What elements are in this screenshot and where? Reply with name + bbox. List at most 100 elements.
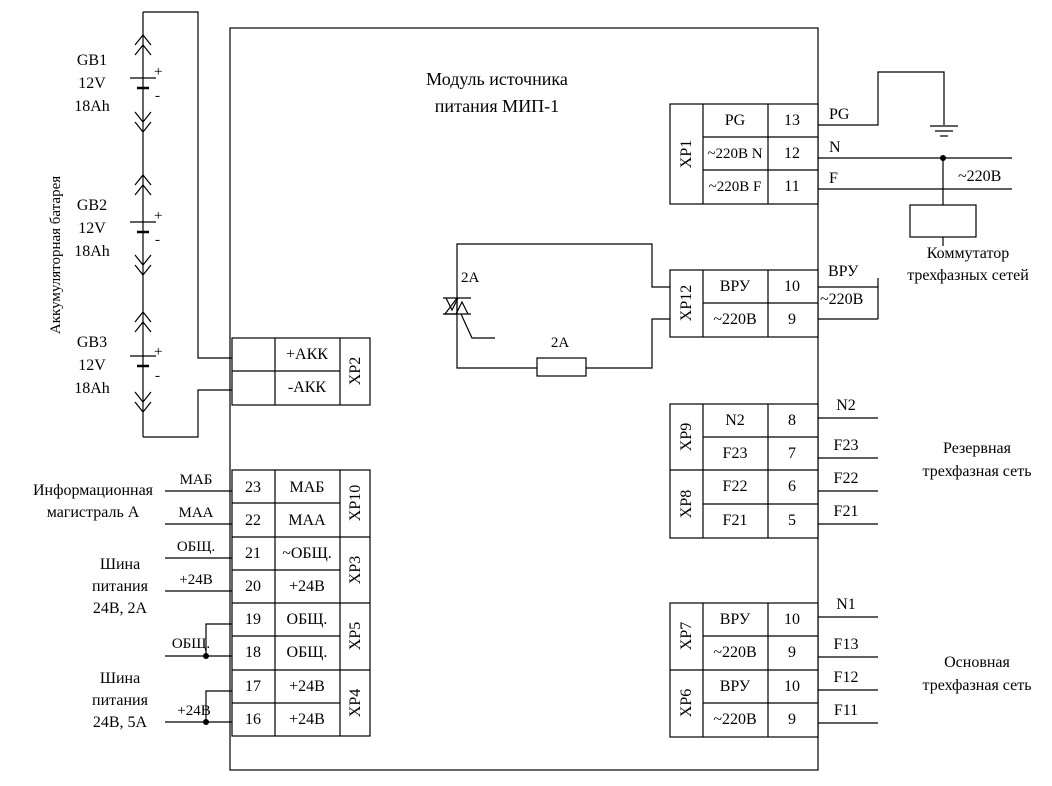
svg-text:-АКК: -АКК <box>288 379 327 396</box>
svg-text:16: 16 <box>245 711 261 728</box>
svg-text:-: - <box>155 232 160 248</box>
svg-text:F11: F11 <box>834 702 858 719</box>
svg-text:N: N <box>829 139 841 156</box>
svg-text:трехфазная сеть: трехфазная сеть <box>923 677 1032 694</box>
svg-text:ВРУ: ВРУ <box>720 278 751 295</box>
right-captions: Коммутатор трехфазных сетей Резервная тр… <box>907 245 1031 694</box>
connector-xp1: XP1 PG 13 ~220В N 12 ~220В F 11 <box>669 103 819 205</box>
connector-xp12: XP12 ВРУ 10 ~220В 9 <box>669 269 819 338</box>
svg-text:9: 9 <box>788 644 796 661</box>
svg-text:+24В: +24В <box>179 572 212 588</box>
svg-text:GB1: GB1 <box>77 52 107 69</box>
svg-text:N1: N1 <box>836 596 856 613</box>
svg-text:F23: F23 <box>723 445 748 462</box>
cell-gb2: + - GB2 12V 18Ah <box>74 174 162 276</box>
svg-text:+24В: +24В <box>177 703 210 719</box>
svg-text:12V: 12V <box>78 75 106 92</box>
svg-text:XP12: XP12 <box>678 285 695 321</box>
connector-left-stack: 23 МАБ 22 МАА XP10 21 ~ОБЩ. 20 +24В XP3 … <box>231 469 371 737</box>
svg-text:~220В: ~220В <box>713 644 756 661</box>
svg-text:F22: F22 <box>723 478 748 495</box>
svg-text:+: + <box>154 344 162 360</box>
svg-text:20: 20 <box>245 578 261 595</box>
svg-text:XP7: XP7 <box>678 622 695 650</box>
left-captions: Информационная магистраль А Шина питания… <box>33 482 154 731</box>
svg-text:питания: питания <box>92 692 149 709</box>
thyristor-label: 2А <box>461 270 480 286</box>
svg-text:F21: F21 <box>723 512 748 529</box>
svg-text:XP9: XP9 <box>678 423 695 451</box>
svg-text:+АКК: +АКК <box>286 346 328 363</box>
svg-text:N2: N2 <box>836 397 856 414</box>
svg-text:12: 12 <box>784 145 800 162</box>
module-title-line2: питания МИП-1 <box>435 96 559 116</box>
left-wires: МАБ МАА ОБЩ. +24В ОБЩ. +24В <box>165 472 232 725</box>
svg-text:12V: 12V <box>78 220 106 237</box>
svg-text:питания: питания <box>92 578 149 595</box>
svg-text:18: 18 <box>245 644 261 661</box>
svg-text:F23: F23 <box>834 437 859 454</box>
svg-text:6: 6 <box>788 478 796 495</box>
svg-text:11: 11 <box>784 178 799 195</box>
svg-text:магистраль А: магистраль А <box>47 504 140 521</box>
svg-text:Основная: Основная <box>944 654 1010 671</box>
svg-text:ВРУ: ВРУ <box>720 611 751 628</box>
svg-text:ВРУ: ВРУ <box>828 263 859 280</box>
svg-text:24В, 5А: 24В, 5А <box>93 714 148 731</box>
svg-text:трехфазная сеть: трехфазная сеть <box>923 463 1032 480</box>
svg-text:XP4: XP4 <box>347 689 364 717</box>
svg-text:21: 21 <box>245 545 261 562</box>
cell-gb3: + - GB3 12V 18Ah <box>74 311 162 413</box>
svg-text:13: 13 <box>784 112 800 129</box>
svg-text:+24В: +24В <box>289 678 325 695</box>
svg-text:23: 23 <box>245 479 261 496</box>
internal-circuit: 2А 2А <box>443 243 670 377</box>
svg-text:XP5: XP5 <box>347 622 364 650</box>
svg-text:Коммутатор: Коммутатор <box>927 245 1009 262</box>
svg-text:XP8: XP8 <box>678 490 695 518</box>
svg-text:ОБЩ.: ОБЩ. <box>177 539 215 555</box>
svg-text:ОБЩ.: ОБЩ. <box>172 636 210 652</box>
svg-text:18Ah: 18Ah <box>74 98 110 115</box>
svg-text:10: 10 <box>784 678 800 695</box>
svg-text:12V: 12V <box>78 357 106 374</box>
svg-text:МАА: МАА <box>178 505 213 521</box>
svg-text:+24В: +24В <box>289 578 325 595</box>
svg-text:+: + <box>154 208 162 224</box>
svg-text:GB3: GB3 <box>77 334 107 351</box>
svg-text:МАБ: МАБ <box>180 472 213 488</box>
svg-text:трехфазных сетей: трехфазных сетей <box>907 267 1029 284</box>
svg-text:-: - <box>155 368 160 384</box>
svg-text:ОБЩ.: ОБЩ. <box>287 611 328 628</box>
svg-text:10: 10 <box>784 611 800 628</box>
connector-xp9-xp8: XP9 XP8 N2 8 F23 7 F22 6 F21 5 <box>669 403 819 539</box>
svg-text:F: F <box>829 170 838 187</box>
svg-text:9: 9 <box>788 711 796 728</box>
svg-text:F13: F13 <box>834 636 859 653</box>
fuse-icon <box>536 357 587 377</box>
svg-text:Резервная: Резервная <box>943 440 1012 457</box>
battery-label: Аккумуляторная батарея <box>48 176 64 334</box>
svg-text:19: 19 <box>245 611 261 628</box>
svg-text:ВРУ: ВРУ <box>720 678 751 695</box>
module-box <box>229 27 819 771</box>
svg-text:+: + <box>154 64 162 80</box>
svg-text:XP2: XP2 <box>347 357 364 385</box>
svg-text:-: - <box>155 88 160 104</box>
battery-group: Аккумуляторная батарея + - GB1 12V 18Ah <box>48 11 232 438</box>
svg-text:GB2: GB2 <box>77 197 107 214</box>
svg-text:~220В F: ~220В F <box>709 179 762 195</box>
svg-text:МАА: МАА <box>288 512 326 529</box>
svg-text:МАБ: МАБ <box>290 479 325 496</box>
svg-text:Шина: Шина <box>100 556 140 573</box>
svg-text:PG: PG <box>829 106 850 123</box>
svg-text:~220В: ~220В <box>820 291 863 308</box>
svg-text:Шина: Шина <box>100 670 140 687</box>
svg-text:9: 9 <box>788 311 796 328</box>
svg-text:PG: PG <box>725 112 746 129</box>
cell-gb1: + - GB1 12V 18Ah <box>74 34 162 133</box>
svg-text:F22: F22 <box>834 470 859 487</box>
svg-text:XP3: XP3 <box>347 556 364 584</box>
connector-xp2: +АКК -АКК XP2 <box>231 337 371 406</box>
